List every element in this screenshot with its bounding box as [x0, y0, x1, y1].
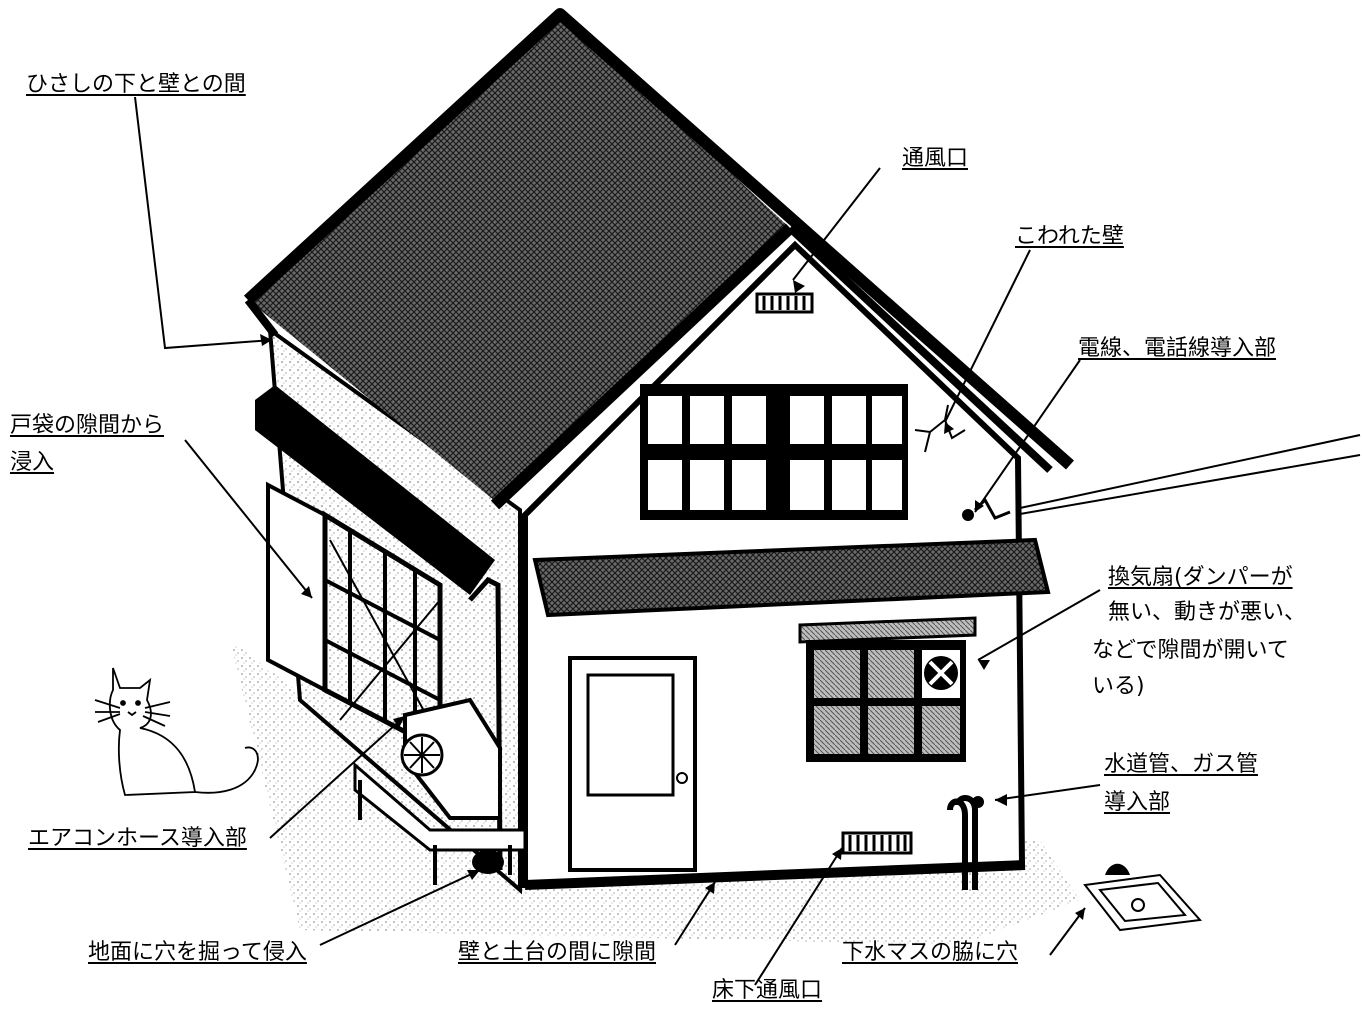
floor-vent [841, 831, 913, 855]
sewer-basin [1083, 863, 1203, 932]
label-fan-line3: などで隙間が開いて [1092, 638, 1289, 663]
lower-window [798, 616, 977, 762]
aircon-unit [353, 697, 527, 885]
side-awning [255, 385, 495, 595]
porch-awning [532, 537, 1051, 618]
cat-drawing [94, 667, 259, 796]
wire-entry [962, 434, 1361, 521]
front-door [568, 656, 697, 872]
label-broken-wall: こわれた壁 [1015, 224, 1124, 249]
dug-hole [472, 850, 504, 874]
leader-lines [134, 96, 1101, 986]
upper-window [640, 384, 908, 520]
leader-arrowheads [260, 280, 1085, 920]
main-roof [243, 8, 1074, 510]
label-eaves-gap: ひさしの下と壁との間 [26, 72, 246, 97]
label-vent: 通風口 [902, 146, 969, 171]
label-aircon: エアコンホース導入部 [28, 826, 247, 851]
label-fan-line1: 換気扇(ダンパーが [1108, 565, 1293, 590]
downpipe [468, 576, 503, 871]
label-pipe-line1: 水道管、ガス管 [1104, 752, 1259, 777]
label-dig: 地面に穴を掘って侵入 [88, 940, 307, 965]
label-floor-vent: 床下通風口 [712, 978, 823, 1003]
label-sill-gap: 壁と土台の間に隙間 [458, 940, 657, 965]
label-fan-line4: いる) [1092, 674, 1145, 699]
label-sewer: 下水マスの脇に穴 [842, 940, 1019, 965]
label-wire-entry: 電線、電話線導入部 [1078, 336, 1277, 361]
label-shutter-box-line2: 浸入 [10, 450, 55, 475]
label-pipe-line2: 導入部 [1104, 790, 1171, 815]
side-window [266, 481, 443, 755]
label-shutter-box-line1: 戸袋の隙間から [10, 413, 165, 438]
utility-pipes [947, 795, 984, 890]
attic-vent [755, 292, 814, 314]
label-fan-line2: 無い、動きが悪い、 [1108, 600, 1307, 625]
